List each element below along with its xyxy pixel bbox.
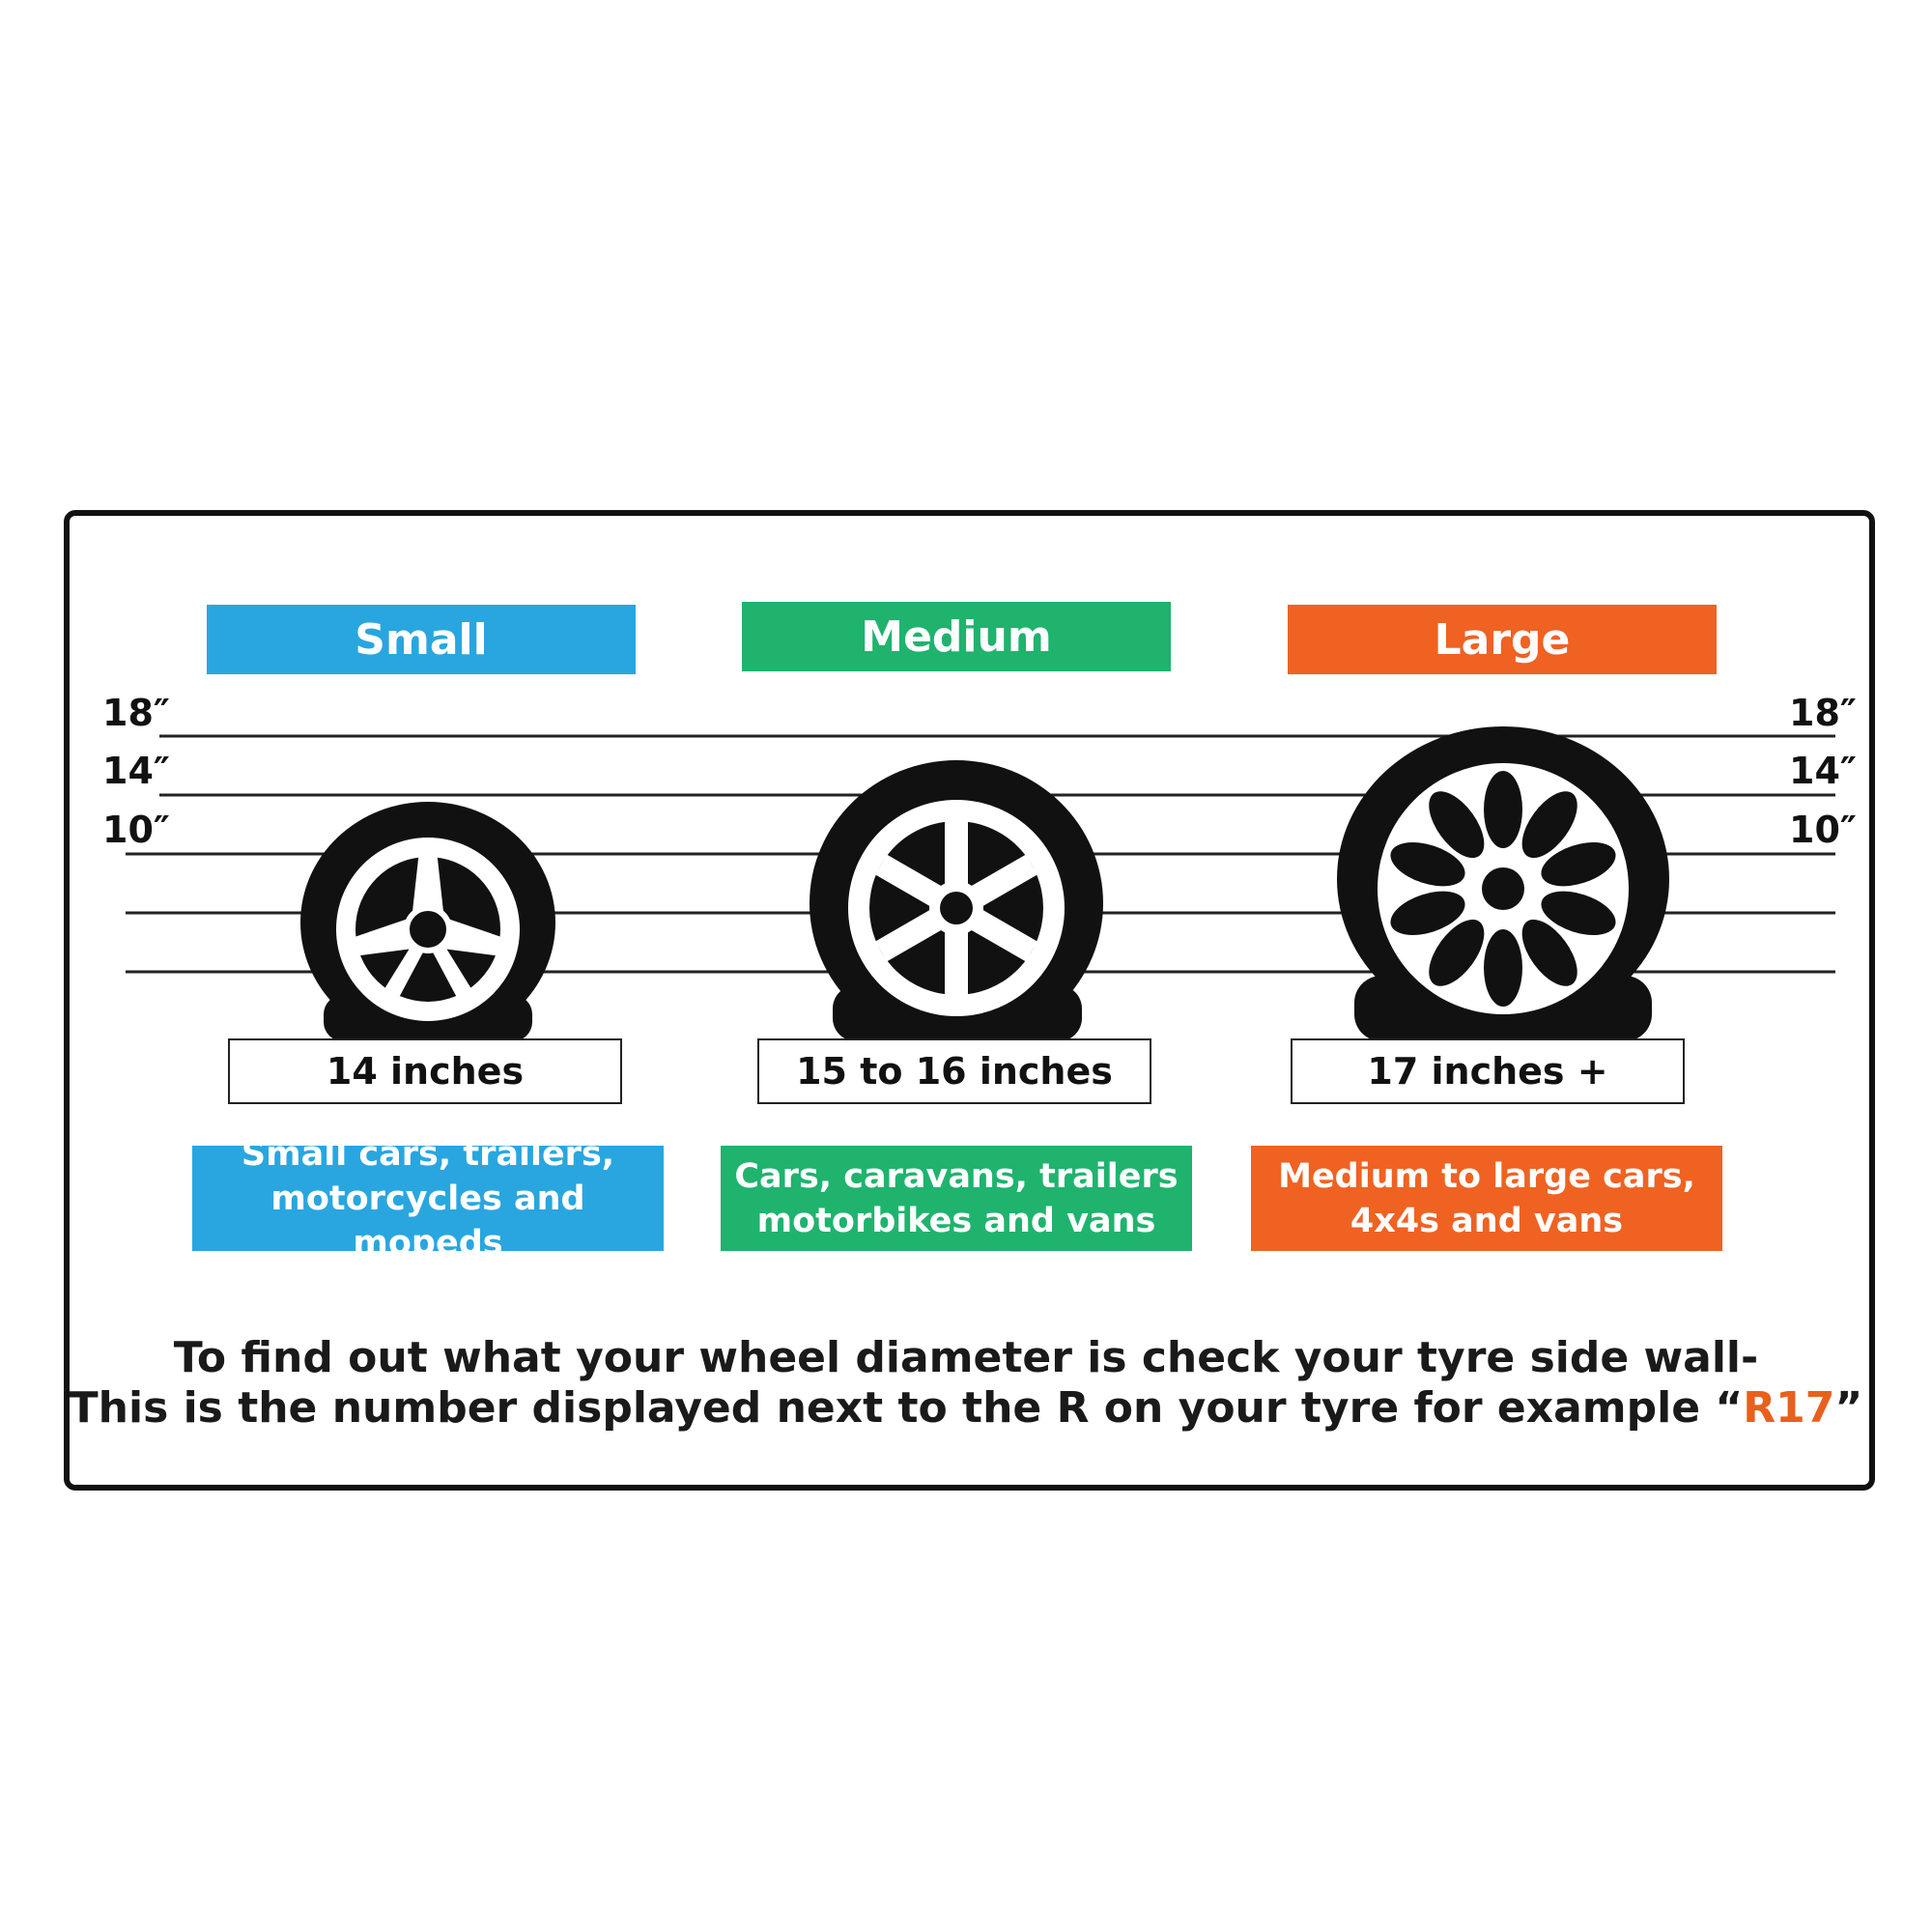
desc-box-medium: Cars, caravans, trailers motorbikes and … bbox=[721, 1146, 1192, 1251]
scale-label-10-right: 10″ bbox=[1789, 809, 1857, 851]
scale-label-18-right: 18″ bbox=[1789, 692, 1857, 734]
header-large: Large bbox=[1288, 605, 1717, 674]
footer-line2-prefix: This is the number displayed next to the… bbox=[69, 1383, 1744, 1433]
header-small: Small bbox=[207, 605, 636, 674]
desc-box-small: Small cars, trailers, motorcycles and mo… bbox=[192, 1135, 664, 1263]
tyre-icon-medium bbox=[810, 760, 1103, 1046]
footer-line2: This is the number displayed next to the… bbox=[0, 1383, 1932, 1434]
size-box-small: 14 inches bbox=[228, 1038, 622, 1104]
desc-box-large: Medium to large cars, 4x4s and vans bbox=[1251, 1146, 1722, 1251]
desc-large-line2: 4x4s and vans bbox=[1350, 1201, 1624, 1240]
footer-example-code: R17 bbox=[1743, 1383, 1835, 1433]
size-box-large: 17 inches + bbox=[1291, 1038, 1685, 1104]
footer-line2-suffix: ” bbox=[1834, 1383, 1863, 1433]
desc-small-line1: Small cars, trailers, bbox=[241, 1134, 615, 1174]
header-medium: Medium bbox=[742, 602, 1171, 671]
scale-label-18-left: 18″ bbox=[102, 692, 170, 734]
desc-medium-line2: motorbikes and vans bbox=[756, 1201, 1156, 1240]
scale-label-14-left: 14″ bbox=[102, 750, 170, 792]
scale-label-14-right: 14″ bbox=[1789, 750, 1857, 792]
desc-small-line2: motorcycles and mopeds bbox=[270, 1179, 585, 1263]
tyre-icon-small bbox=[300, 802, 555, 1043]
footer-line1: To find out what your wheel diameter is … bbox=[173, 1333, 1759, 1382]
scale-label-10-left: 10″ bbox=[102, 809, 170, 851]
tyre-icon-large bbox=[1337, 726, 1669, 1041]
size-box-medium: 15 to 16 inches bbox=[757, 1038, 1151, 1104]
desc-large-line1: Medium to large cars, bbox=[1278, 1156, 1695, 1196]
footer-text: To find out what your wheel diameter is … bbox=[0, 1333, 1932, 1434]
desc-medium-line1: Cars, caravans, trailers bbox=[734, 1156, 1179, 1196]
